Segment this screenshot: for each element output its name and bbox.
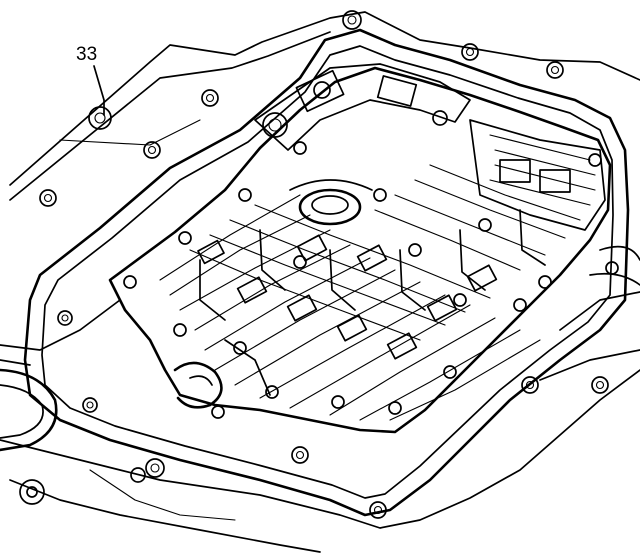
solenoid-block (254, 63, 471, 151)
right-solenoid-pack (469, 119, 606, 231)
manual-valve-detail (173, 339, 271, 409)
central-port (289, 179, 373, 226)
valve-ports (197, 234, 498, 360)
valve-body-bolts (123, 141, 552, 419)
callout-leader-33 (93, 65, 105, 116)
transmission-case-outline (0, 11, 640, 553)
callout-33: 33 (76, 44, 105, 116)
valve-body-plate (108, 66, 612, 434)
hydraulic-channels (159, 164, 581, 421)
callout-label-33: 33 (76, 44, 97, 65)
gasket-bolt-holes (19, 10, 619, 519)
gasket-flange (23, 28, 630, 517)
case-boss-right (589, 245, 640, 286)
